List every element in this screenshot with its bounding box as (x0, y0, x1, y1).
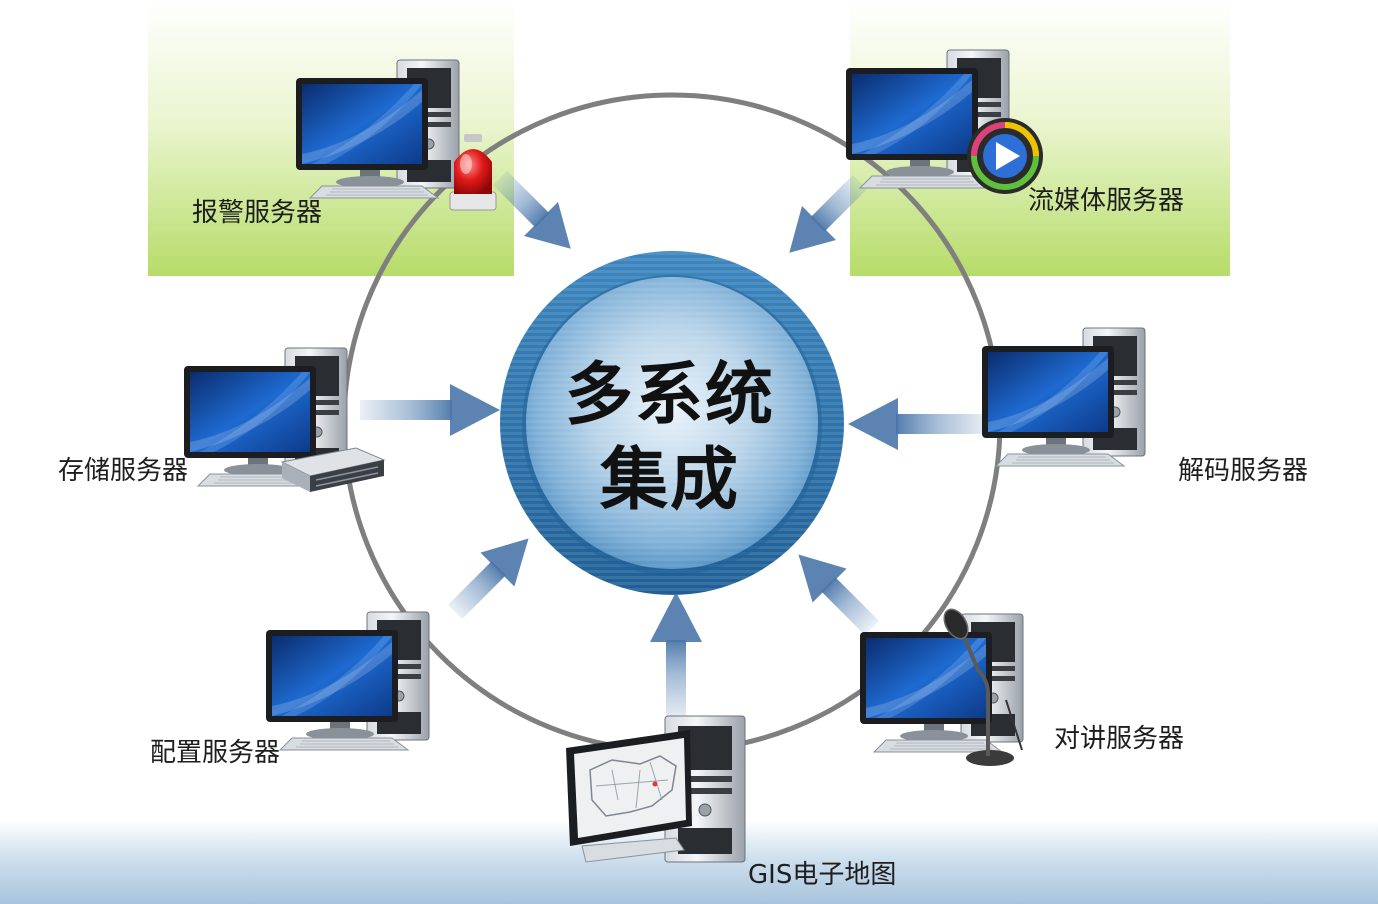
streaming-server-label: 流媒体服务器 (1028, 186, 1185, 216)
config-server-label: 配置服务器 (150, 738, 281, 768)
alarm-server-label: 报警服务器 (192, 198, 323, 228)
rack-server-icon (280, 447, 386, 492)
config-server-computer (265, 611, 430, 751)
arrow-from-storage (360, 384, 500, 436)
gis-map-computer (566, 715, 746, 863)
integration-hub (500, 251, 844, 595)
intercom-server-label: 对讲服务器 (1054, 724, 1185, 754)
hub-title-line-2: 集成 (599, 441, 740, 520)
alarm-light-icon (449, 134, 497, 211)
storage-server-label: 存储服务器 (58, 456, 189, 486)
intercom-server-computer (859, 613, 1024, 753)
microphone-icon (943, 608, 1023, 766)
arrow-from-gis (650, 592, 702, 720)
decoding-server-computer (981, 327, 1146, 467)
arrow-from-alarm (492, 170, 571, 249)
gis-map-label: GIS电子地图 (748, 860, 897, 890)
alarm-server-computer (295, 59, 460, 199)
media-player-icon (967, 118, 1043, 194)
hub-title-line-1: 多系统 (564, 356, 775, 435)
arrow-from-streaming (789, 174, 868, 253)
decoding-server-label: 解码服务器 (1178, 456, 1309, 486)
arrow-from-intercom (798, 554, 880, 636)
arrow-from-decoding (848, 398, 988, 450)
map-icon (574, 738, 686, 838)
arrow-from-config (447, 538, 529, 620)
